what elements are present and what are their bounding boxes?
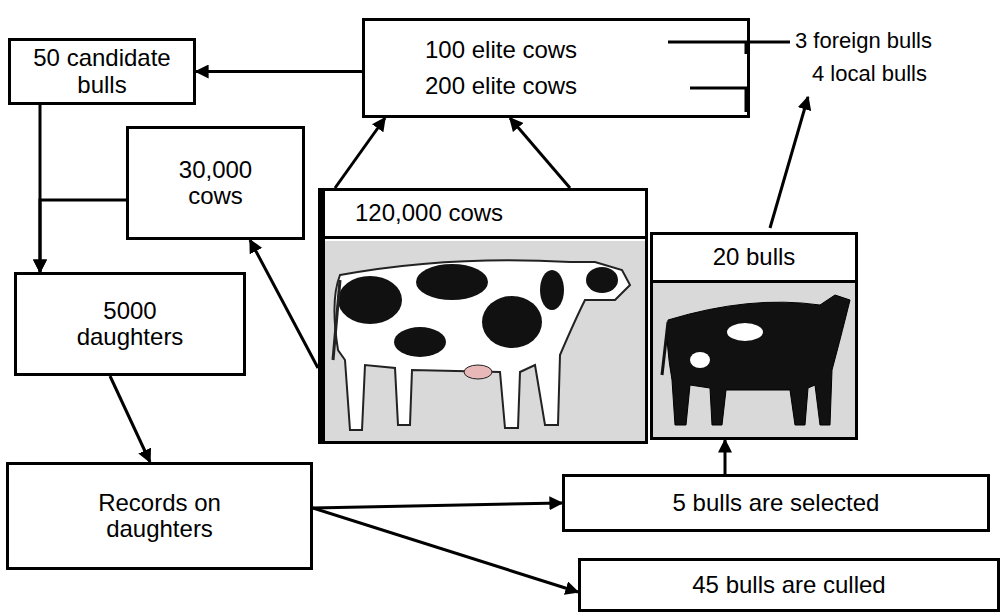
- cow-picture-ground: [322, 241, 645, 441]
- process-box: 50 candidate bulls: [8, 38, 196, 105]
- box-text: 5 bulls are selected: [673, 490, 880, 516]
- process-box: 5000 daughters: [14, 272, 246, 376]
- box-text: Records on daughters: [49, 490, 270, 543]
- flow-arrow: [724, 440, 727, 474]
- process-box: 30,000 cows: [126, 126, 305, 240]
- flow-arrow: [40, 200, 126, 272]
- box-text: 100 elite cows: [425, 37, 577, 63]
- bull-count-label: 4 local bulls: [812, 62, 927, 86]
- bull-picture-ground: [653, 283, 855, 437]
- pointer-arrow: [770, 97, 808, 228]
- bull-count-label: 3 foreign bulls: [795, 29, 932, 53]
- bracket-lines: [668, 42, 790, 112]
- box-text: 20 bulls: [653, 235, 855, 283]
- group-box: 100 elite cows 200 elite cows: [362, 18, 750, 118]
- flow-arrow: [313, 508, 578, 592]
- box-text: 5000 daughters: [57, 298, 203, 351]
- flow-arrow: [250, 240, 318, 368]
- process-box: 45 bulls are culled: [578, 558, 1000, 612]
- flow-arrow: [335, 118, 385, 188]
- process-box: 5 bulls are selected: [562, 474, 990, 532]
- cow-picture: [333, 260, 630, 430]
- population-box: 120,000 cows: [318, 188, 648, 444]
- flow-arrow: [110, 376, 150, 462]
- box-text: 45 bulls are culled: [692, 572, 885, 598]
- box-text: 120,000 cows: [325, 191, 645, 239]
- flow-arrow: [313, 503, 562, 508]
- bull-picture: [662, 295, 850, 425]
- flow-arrow: [196, 70, 362, 73]
- box-text: 30,000 cows: [159, 157, 272, 210]
- box-text: 200 elite cows: [425, 73, 577, 99]
- flow-arrow: [510, 118, 570, 188]
- process-box: Records on daughters: [6, 462, 313, 570]
- population-box: 20 bulls: [650, 232, 858, 440]
- box-text: 50 candidate bulls: [19, 45, 185, 98]
